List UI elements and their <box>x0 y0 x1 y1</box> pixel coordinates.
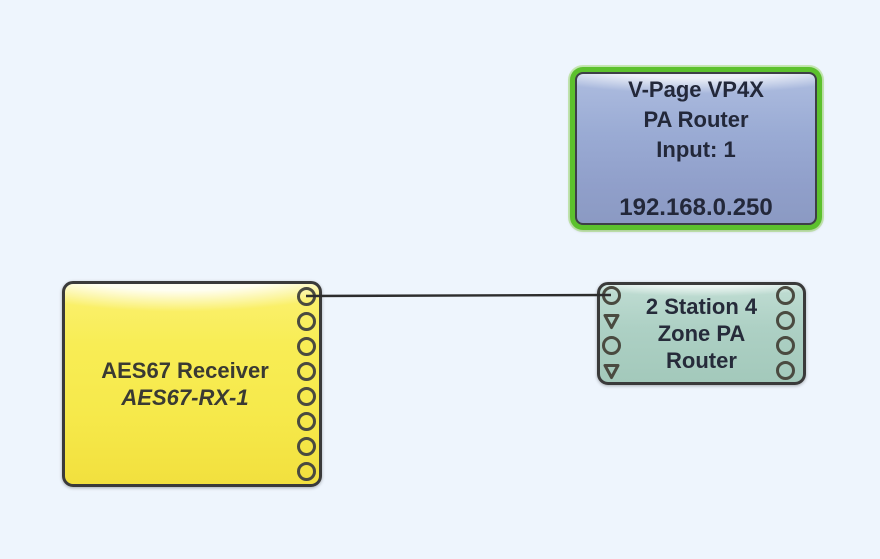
vpage-ip-address: 192.168.0.250 <box>619 194 773 221</box>
port-circle-icon[interactable] <box>297 312 316 331</box>
port-circle-icon[interactable] <box>776 336 795 355</box>
port-circle-icon[interactable] <box>297 437 316 456</box>
port-circle-icon[interactable] <box>602 286 621 305</box>
port-circle-icon[interactable] <box>776 361 795 380</box>
aes67-output-ports <box>297 287 316 481</box>
pa-router-input-ports <box>602 286 621 380</box>
port-circle-icon[interactable] <box>776 286 795 305</box>
node-vpage-vp4x[interactable]: V-Page VP4X PA Router Input: 1 192.168.0… <box>570 67 822 230</box>
pa-router-output-ports <box>776 286 795 380</box>
pa-router-line2: Zone PA <box>657 321 746 346</box>
aes67-label-block: AES67 Receiver AES67-RX-1 <box>101 357 269 411</box>
port-circle-icon[interactable] <box>297 387 316 406</box>
vpage-label-block: V-Page VP4X PA Router Input: 1 <box>577 75 815 165</box>
port-circle-icon[interactable] <box>297 412 316 431</box>
port-circle-icon[interactable] <box>297 337 316 356</box>
vpage-function-label: PA Router <box>643 107 749 132</box>
node-pa-router[interactable]: 2 Station 4 Zone PA Router <box>597 282 806 385</box>
port-triangle-icon[interactable] <box>602 361 621 380</box>
node-aes67-receiver[interactable]: AES67 Receiver AES67-RX-1 <box>62 281 322 487</box>
aes67-title: AES67 Receiver <box>101 358 269 383</box>
port-triangle-icon[interactable] <box>602 311 621 330</box>
node-vpage-body: V-Page VP4X PA Router Input: 1 192.168.0… <box>575 72 817 225</box>
port-circle-icon[interactable] <box>297 462 316 481</box>
pa-router-line3: Router <box>666 348 737 373</box>
vpage-title: V-Page VP4X <box>628 77 764 102</box>
port-circle-icon[interactable] <box>602 336 621 355</box>
pa-router-line1: 2 Station 4 <box>645 294 758 319</box>
port-circle-icon[interactable] <box>297 362 316 381</box>
port-circle-icon[interactable] <box>776 311 795 330</box>
pa-router-label-block: 2 Station 4 Zone PA Router <box>646 293 757 374</box>
port-circle-icon[interactable] <box>297 287 316 306</box>
vpage-input-label: Input: 1 <box>656 137 736 162</box>
aes67-device-name: AES67-RX-1 <box>121 385 249 410</box>
